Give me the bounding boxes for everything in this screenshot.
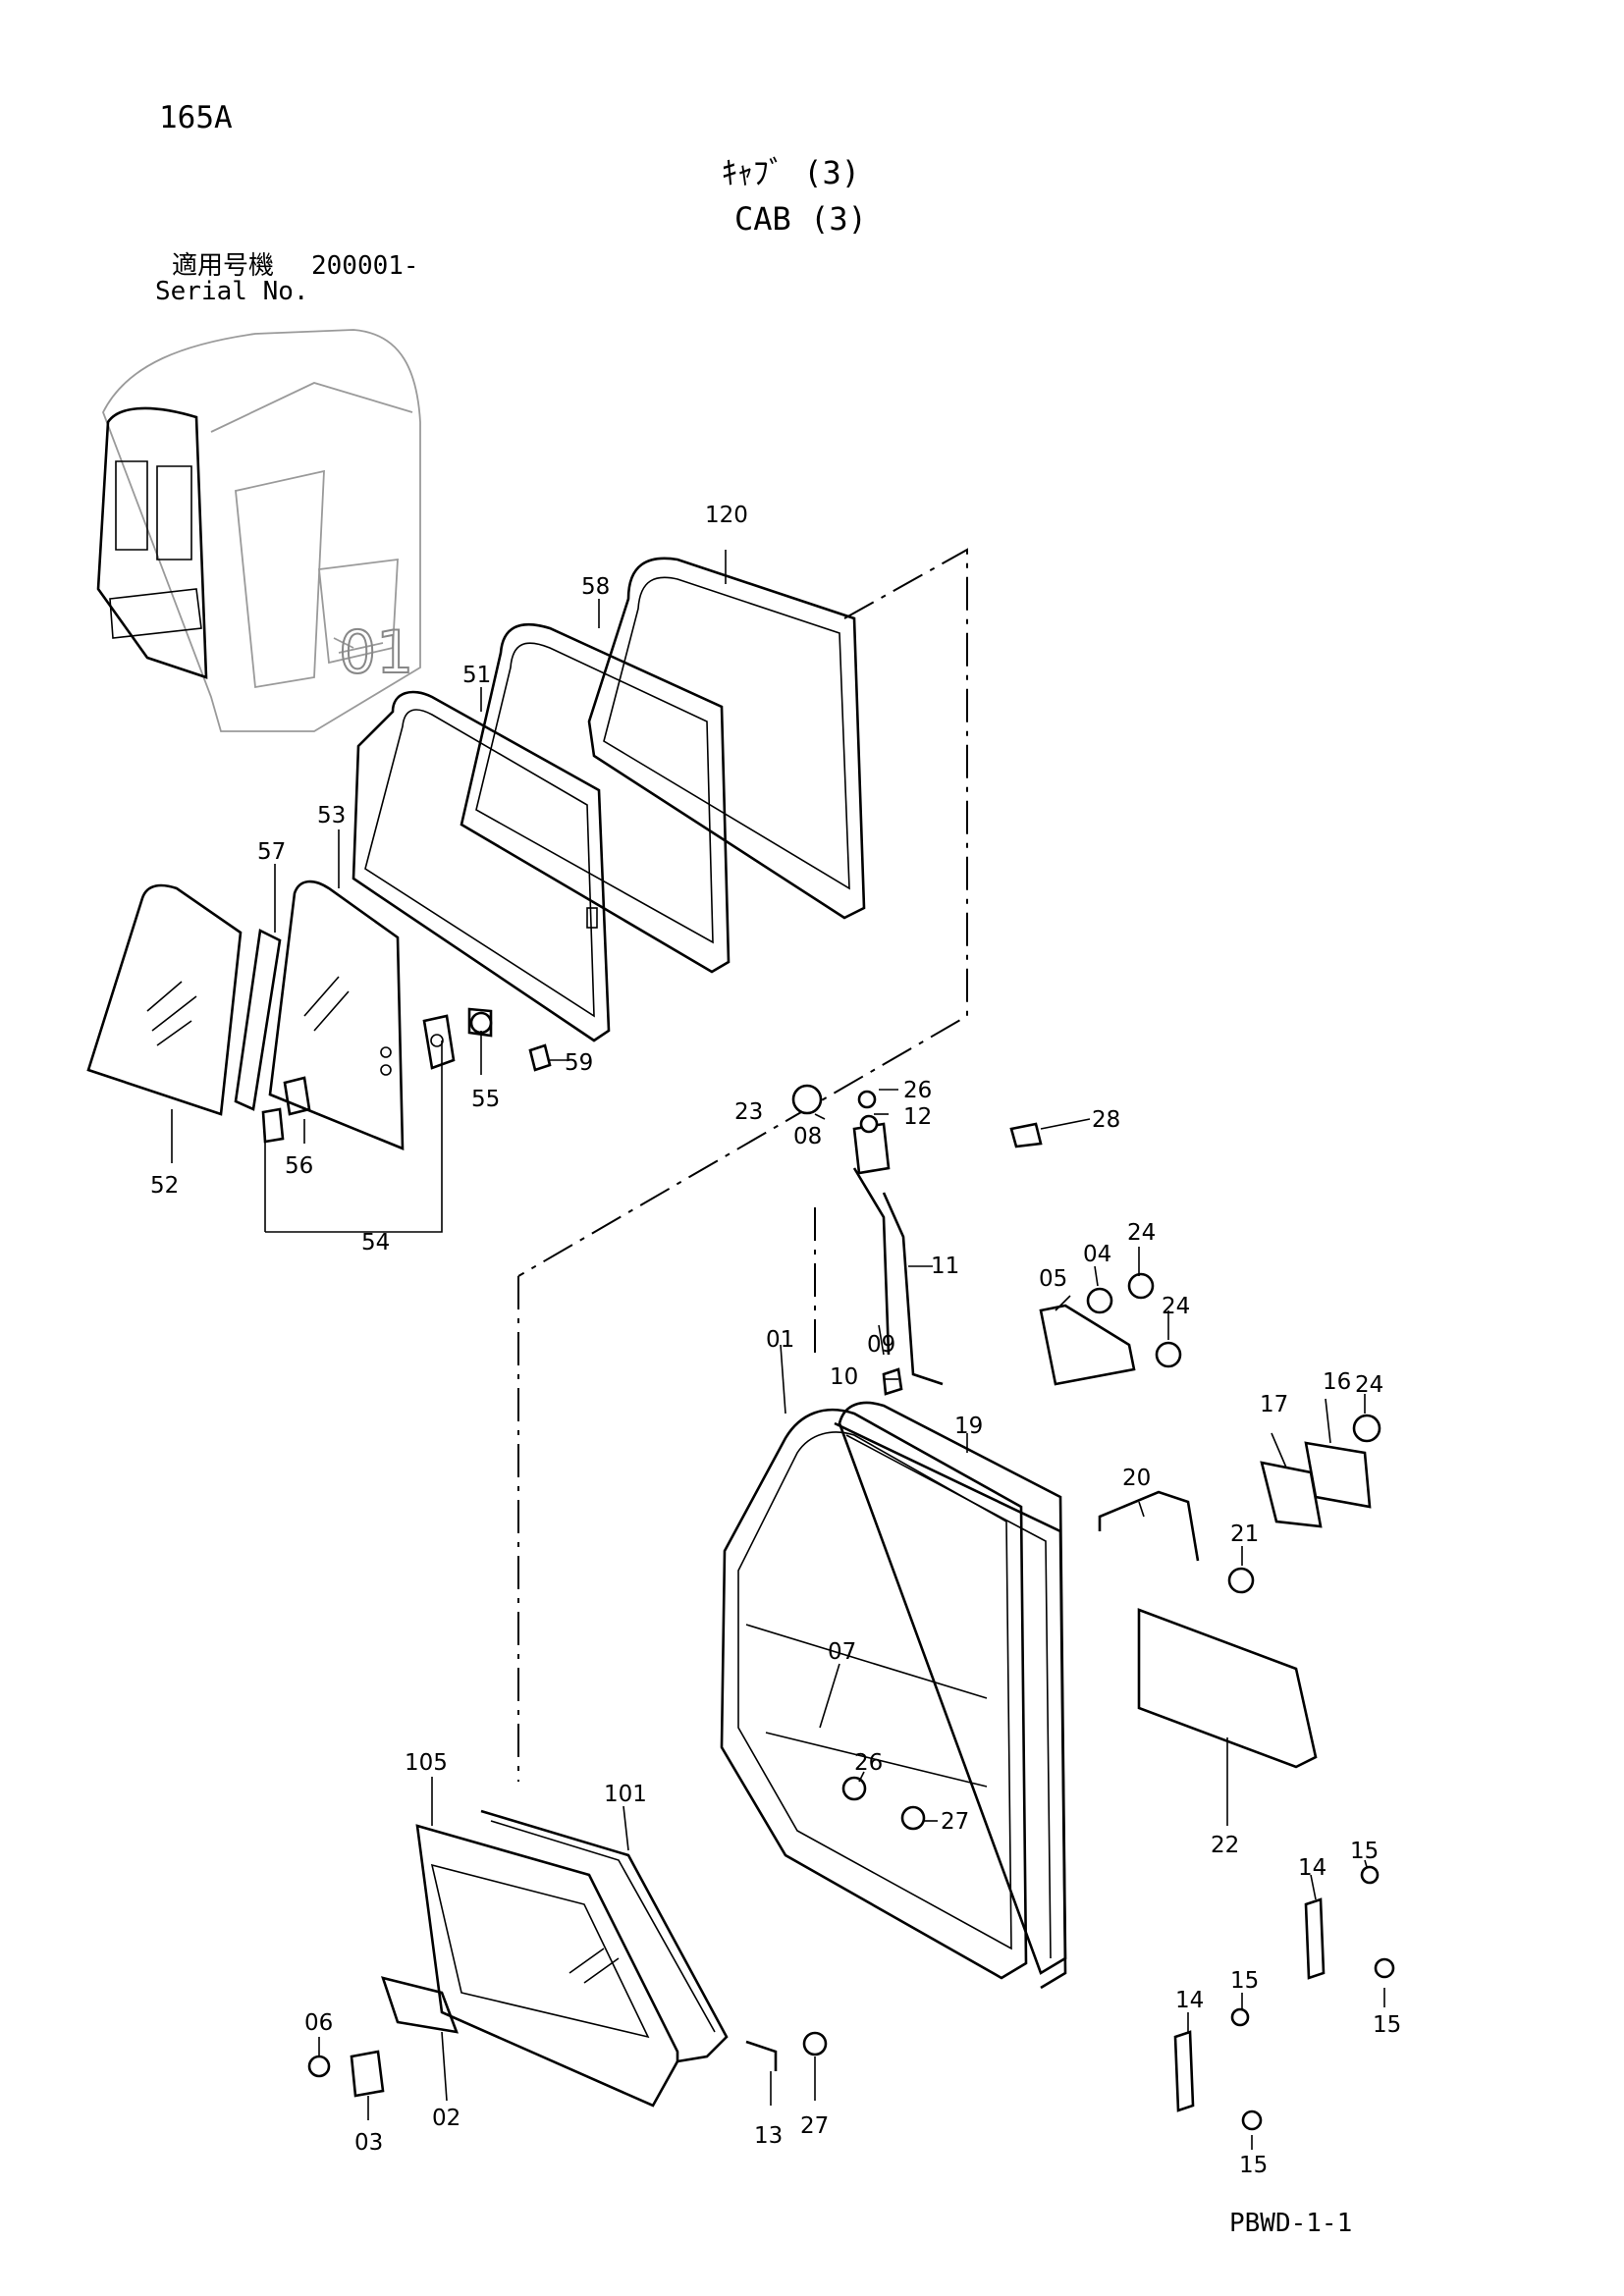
window-seal-51 bbox=[352, 690, 611, 1042]
window-seal-101 bbox=[480, 1809, 729, 2063]
callout-labels: 1205851575352565455592612230828110910050… bbox=[150, 503, 1401, 2178]
callout-22: 22 bbox=[1211, 1833, 1239, 1858]
callout-08: 08 bbox=[793, 1124, 822, 1149]
title-english: CAB (3) bbox=[734, 200, 867, 238]
callout-27: 27 bbox=[800, 2113, 829, 2139]
callout-26: 26 bbox=[854, 1750, 883, 1776]
bolt-21 bbox=[1227, 1567, 1255, 1594]
serial-number: 200001- bbox=[311, 251, 419, 281]
small-parts-lower bbox=[307, 1776, 926, 2098]
callout-11: 11 bbox=[931, 1254, 959, 1279]
callout-54: 54 bbox=[361, 1230, 390, 1255]
callout-21: 21 bbox=[1230, 1522, 1259, 1547]
latch-parts-54 bbox=[261, 1007, 552, 1144]
callout-04: 04 bbox=[1083, 1242, 1111, 1267]
callout-02: 02 bbox=[432, 2106, 460, 2131]
callout-24: 24 bbox=[1162, 1294, 1190, 1319]
callout-59: 59 bbox=[565, 1050, 593, 1076]
title-japanese: ｷｬﾌﾞ (3) bbox=[722, 154, 861, 191]
panel-22 bbox=[1137, 1608, 1318, 1769]
hinges-14 bbox=[1173, 1865, 1395, 2131]
callout-14: 14 bbox=[1175, 1988, 1204, 2013]
callout-15: 15 bbox=[1350, 1839, 1379, 1864]
cab-inset-illustration: 01 bbox=[96, 329, 421, 732]
callout-28: 28 bbox=[1092, 1107, 1120, 1133]
plate-17-16 bbox=[1260, 1414, 1381, 1528]
callout-24: 24 bbox=[1355, 1372, 1383, 1398]
callout-16: 16 bbox=[1323, 1369, 1351, 1395]
glass-panel-52 bbox=[86, 883, 243, 1116]
callout-12: 12 bbox=[903, 1104, 932, 1130]
callout-14: 14 bbox=[1298, 1855, 1326, 1881]
clip-28 bbox=[1009, 1122, 1043, 1148]
glass-panel-53 bbox=[268, 880, 405, 1150]
callout-15: 15 bbox=[1239, 2153, 1268, 2178]
callout-105: 105 bbox=[405, 1750, 448, 1776]
callout-51: 51 bbox=[462, 663, 491, 688]
handle-20 bbox=[1098, 1490, 1200, 1562]
callout-57: 57 bbox=[257, 839, 286, 865]
inset-door-label: 01 bbox=[339, 618, 413, 687]
callout-120: 120 bbox=[705, 503, 748, 528]
callout-15: 15 bbox=[1373, 2012, 1401, 2038]
footer-code: PBWD-1-1 bbox=[1229, 2209, 1353, 2238]
linkage-parts bbox=[791, 1084, 944, 1396]
serial-label-english: Serial No. bbox=[155, 277, 309, 306]
serial-label-japanese: 適用号機 bbox=[172, 251, 275, 281]
callout-20: 20 bbox=[1122, 1466, 1151, 1491]
callout-55: 55 bbox=[471, 1087, 500, 1112]
callout-07: 07 bbox=[828, 1639, 856, 1665]
callout-09: 09 bbox=[867, 1332, 895, 1358]
callout-01: 01 bbox=[766, 1327, 794, 1353]
window-105 bbox=[415, 1824, 679, 2108]
callout-27: 27 bbox=[941, 1809, 969, 1835]
door-frame-seal-19 bbox=[838, 1401, 1067, 1975]
callout-56: 56 bbox=[285, 1153, 313, 1179]
callout-15: 15 bbox=[1230, 1968, 1259, 1994]
callout-10: 10 bbox=[830, 1364, 858, 1390]
latch-bracket-05 bbox=[1039, 1272, 1182, 1386]
callout-19: 19 bbox=[954, 1414, 983, 1439]
callout-06: 06 bbox=[304, 2010, 333, 2036]
window-seal-120 bbox=[587, 557, 866, 920]
callout-03: 03 bbox=[354, 2130, 383, 2156]
callout-58: 58 bbox=[581, 574, 610, 600]
callout-26: 26 bbox=[903, 1078, 932, 1103]
seal-strip-57 bbox=[234, 929, 282, 1111]
callout-13: 13 bbox=[754, 2123, 783, 2149]
callout-52: 52 bbox=[150, 1173, 179, 1199]
callout-17: 17 bbox=[1260, 1392, 1288, 1417]
callout-24: 24 bbox=[1127, 1220, 1156, 1246]
callout-53: 53 bbox=[317, 803, 346, 828]
page-number: 165A bbox=[159, 100, 233, 135]
callout-05: 05 bbox=[1039, 1266, 1067, 1292]
callout-23: 23 bbox=[734, 1099, 763, 1125]
window-seal-58 bbox=[460, 622, 731, 974]
callout-101: 101 bbox=[604, 1782, 647, 1807]
